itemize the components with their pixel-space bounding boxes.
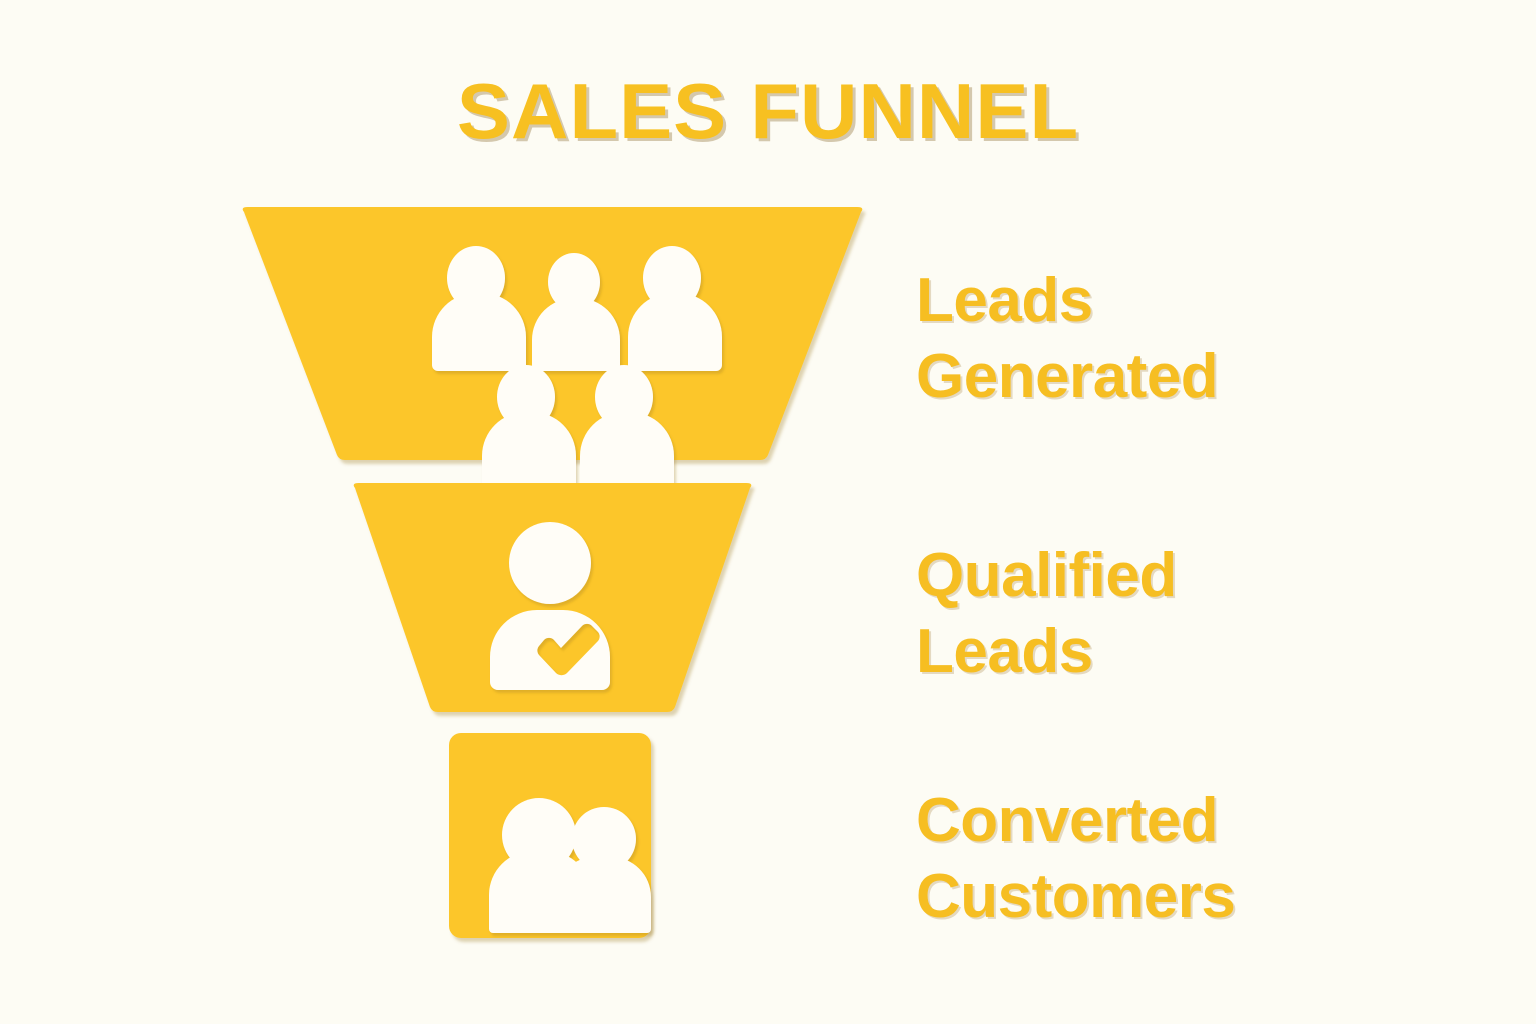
stage-label-leads-generated: Leads Generated [916,266,1219,411]
two-people-icon [489,798,651,933]
funnel-stage-3 [449,733,651,938]
funnel-stage-1 [242,207,863,491]
page-title: SALES FUNNEL [456,67,1080,155]
stage-label-converted-customers: Converted Customers [916,786,1236,931]
funnel-diagram [200,190,900,960]
stage-label-qualified-leads: Qualified Leads [916,541,1177,686]
funnel-stage-2 [353,483,752,712]
